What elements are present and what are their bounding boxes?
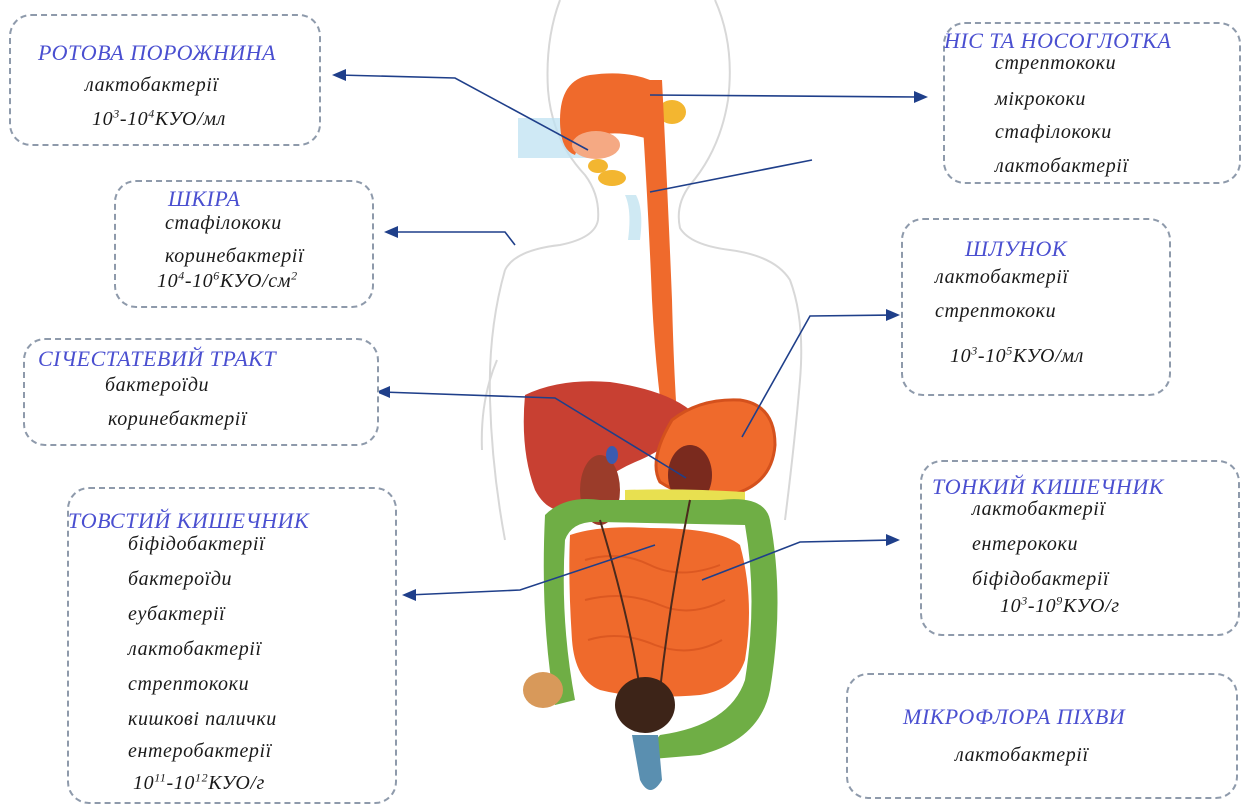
box-small-intestine-line: біфідобактерії (972, 568, 1109, 591)
box-vagina (846, 673, 1238, 799)
box-stomach-line: лактобактерії (935, 266, 1069, 289)
box-urogenital-title: СІЧЕСТАТЕВИЙ ТРАКТ (38, 346, 276, 372)
box-skin-line: стафілококи (165, 212, 282, 235)
arrowhead (886, 534, 900, 546)
gallbladder (606, 446, 618, 464)
box-large-intestine-count: 1011-1012КУО/г (133, 772, 265, 795)
box-mouth-title: РОТОВА ПОРОЖНИНА (38, 40, 276, 66)
box-skin-line: коринебактерії (165, 245, 304, 268)
box-stomach-line: стрептококи (935, 300, 1056, 323)
box-large-intestine-line: кишкові палички (128, 708, 277, 731)
box-mouth-line: лактобактерії (85, 74, 219, 97)
box-nose-line: стрептококи (995, 52, 1116, 75)
trachea (625, 195, 641, 240)
arrow-nose (650, 95, 920, 97)
arrowhead (384, 226, 398, 238)
box-urogenital-line: коринебактерії (108, 408, 247, 431)
box-vagina-line: лактобактерії (955, 744, 1089, 767)
box-vagina-title: МІКРОФЛОРА ПІХВИ (903, 704, 1125, 730)
box-small-intestine-line: лактобактерії (972, 498, 1106, 521)
box-stomach-count: 103-105КУО/мл (950, 345, 1084, 368)
arrowhead (886, 309, 900, 321)
bladder (615, 677, 675, 733)
gland (588, 159, 608, 173)
box-skin-title: ШКІРА (168, 186, 240, 212)
gland (598, 170, 626, 186)
small-intestine (569, 527, 749, 696)
box-large-intestine-line: біфідобактерії (128, 533, 265, 556)
arrowhead (332, 69, 346, 81)
box-nose-line: мікрококи (995, 88, 1086, 111)
box-large-intestine-title: ТОВСТИЙ КИШЕЧНИК (68, 508, 309, 534)
box-stomach-title: ШЛУНОК (965, 236, 1067, 262)
arrowhead (914, 91, 928, 103)
box-small-intestine-count: 103-109КУО/г (1000, 595, 1120, 618)
box-nose-line: лактобактерії (995, 155, 1129, 178)
arrow-nose-nasopharynx (650, 160, 812, 192)
box-large-intestine-line: ентеробактерії (128, 740, 272, 763)
esophagus (640, 80, 678, 440)
box-large-intestine-line: лактобактерії (128, 638, 262, 661)
rectum (632, 735, 662, 790)
box-nose-line: стафілококи (995, 121, 1112, 144)
box-small-intestine-title: ТОНКИЙ КИШЕЧНИК (932, 474, 1164, 500)
box-mouth-count: 103-104КУО/мл (92, 108, 226, 131)
box-large-intestine-line: стрептококи (128, 673, 249, 696)
box-small-intestine-line: ентерококи (972, 533, 1078, 556)
box-large-intestine-line: бактероїди (128, 568, 232, 591)
box-skin-count: 104-106КУО/см2 (157, 270, 298, 293)
box-large-intestine-line: еубактерії (128, 603, 225, 626)
box-urogenital-line: бактероїди (105, 374, 209, 397)
box-nose-title: НІС ТА НОСОГЛОТКА (944, 28, 1171, 54)
arrowhead (402, 589, 416, 601)
arrow-skin (390, 232, 515, 245)
appendix (523, 672, 563, 708)
